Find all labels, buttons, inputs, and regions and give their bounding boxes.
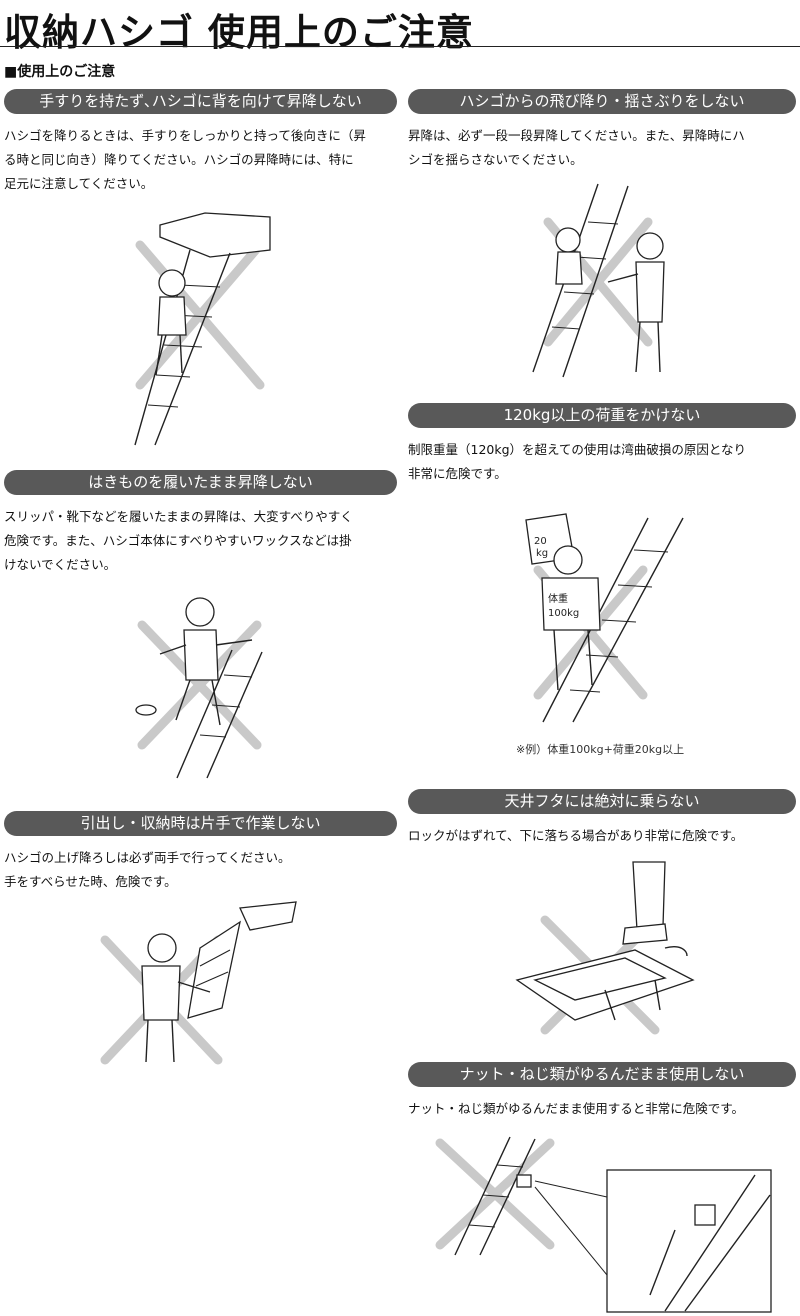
body-weight-value: 100kg <box>548 608 579 619</box>
notice-heading: ハシゴからの飛び降り・揺さぶりをしない <box>408 89 796 114</box>
notice-text: ハシゴの上げ降ろしは必ず両手で行ってください。 手をすべらせた時、危険です。 <box>4 850 291 889</box>
cross-mark-icon <box>135 240 265 390</box>
cross-mark-icon <box>435 1138 555 1250</box>
illustration-one-hand-operation <box>100 900 300 1065</box>
notice-weight-limit: 120kg以上の荷重をかけない 制限重量（120kg）を超えての使用は湾曲破損の… <box>408 403 796 486</box>
notice-no-slippers: はきものを履いたまま昇降しない スリッパ・靴下などを履いたままの昇降は、大変すべ… <box>4 470 397 577</box>
notice-heading: 120kg以上の荷重をかけない <box>408 403 796 428</box>
notice-use-both-hands: 引出し・収納時は片手で作業しない ハシゴの上げ降ろしは必ず両手で行ってください。… <box>4 811 397 894</box>
illustration-jumping-shaking <box>528 182 678 382</box>
notice-heading: ナット・ねじ類がゆるんだまま使用しない <box>408 1062 796 1087</box>
illustration-slipping <box>132 590 272 780</box>
notice-no-standing-on-lid: 天井フタには絶対に乗らない ロックがはずれて、下に落ちる場合があり非常に危険です… <box>408 789 796 848</box>
notice-no-handrail: 手すりを持たず､ハシゴに背を向けて昇降しない ハシゴを降りるときは、手すりをしっ… <box>4 89 397 196</box>
notice-check-loose-bolts: ナット・ねじ類がゆるんだまま使用しない ナット・ねじ類がゆるんだまま使用すると非… <box>408 1062 796 1121</box>
notice-no-jumping: ハシゴからの飛び降り・揺さぶりをしない 昇降は、必ず一段一段昇降してください。ま… <box>408 89 796 172</box>
page-title: 収納ハシゴ 使用上のご注意 <box>4 11 474 54</box>
notice-text: ナット・ねじ類がゆるんだまま使用すると非常に危険です。 <box>408 1101 745 1116</box>
cross-mark-icon <box>137 620 262 750</box>
notice-text: スリッパ・靴下などを履いたままの昇降は、大変すべりやすく 危険です。また、ハシゴ… <box>4 509 353 572</box>
illustration-standing-on-lid <box>515 860 695 1040</box>
section-subheading: ■使用上のご注意 <box>4 64 116 80</box>
notice-heading: はきものを履いたまま昇降しない <box>4 470 397 495</box>
notice-text: 制限重量（120kg）を超えての使用は湾曲破損の原因となり 非常に危険です。 <box>408 442 747 481</box>
load-weight-unit: kg <box>536 548 548 559</box>
cross-mark-icon <box>543 217 653 347</box>
notice-heading: 引出し・収納時は片手で作業しない <box>4 811 397 836</box>
notice-text: 昇降は、必ず一段一段昇降してください。また、昇降時にハ シゴを揺らさないでくださ… <box>408 128 745 167</box>
notice-text: ハシゴを降りるときは、手すりをしっかりと持って後向きに（昇 る時と同じ向き）降り… <box>4 128 366 191</box>
illustration-descending-backwards <box>120 205 290 450</box>
notice-heading: 天井フタには絶対に乗らない <box>408 789 796 814</box>
notice-text: ロックがはずれて、下に落ちる場合があり非常に危険です。 <box>408 828 744 843</box>
cross-mark-icon <box>533 565 648 700</box>
load-weight-label: 20 <box>534 536 547 547</box>
illustration-overload: 20 kg 体重 100kg <box>518 510 688 728</box>
body-weight-label: 体重 <box>548 592 568 605</box>
weight-example-note: ※例）体重100kg+荷重20kg以上 <box>516 743 685 756</box>
illustration-loose-bolts <box>435 1135 775 1315</box>
title-divider <box>0 46 800 47</box>
notice-heading: 手すりを持たず､ハシゴに背を向けて昇降しない <box>4 89 397 114</box>
